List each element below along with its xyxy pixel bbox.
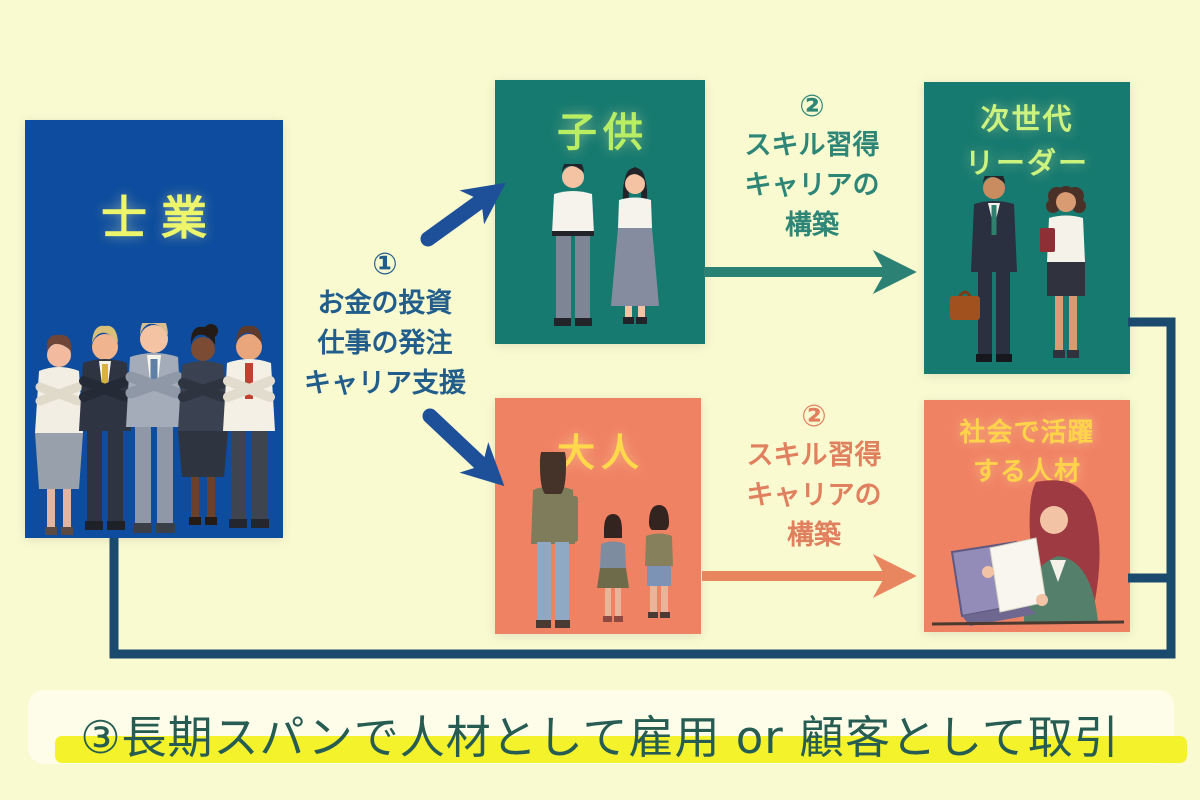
step2-bottom-line-1: スキル習得 <box>746 440 882 471</box>
parent-children-illustration <box>531 452 673 628</box>
children-label: 子供 <box>557 110 649 156</box>
invest-arrow-up <box>420 182 506 247</box>
adults-box: 大人 <box>495 398 701 634</box>
step2-top-line-3: 構築 <box>785 210 839 241</box>
next-gen-leaders-label-line2: リーダー <box>964 145 1089 180</box>
step2-top-number: ② <box>799 89 825 124</box>
step1-number: ① <box>372 247 398 282</box>
students-illustration <box>552 164 659 326</box>
step1-line-3: キャリア支援 <box>304 368 466 399</box>
next-gen-leaders-box: 次世代 リーダー <box>924 82 1130 374</box>
professionals-box: 士業 <box>25 120 283 538</box>
step1-invest-label: ① お金の投資 仕事の発注 キャリア支援 <box>283 246 487 404</box>
step2-bottom-line-3: 構築 <box>787 520 841 551</box>
working-woman-illustration <box>931 480 1125 626</box>
step2-top-line-1: スキル習得 <box>744 130 880 161</box>
business-leaders-illustration <box>950 176 1086 362</box>
next-gen-leaders-label: 次世代 リーダー <box>924 98 1130 185</box>
active-talent-label-line1: 社会で活躍 <box>959 418 1095 448</box>
step1-line-2: 仕事の発注 <box>317 328 453 359</box>
step3-banner-text: ③長期スパンで人材として雇用 or 顧客として取引 <box>80 711 1120 764</box>
step1-line-1: お金の投資 <box>317 288 453 319</box>
step2-top-line-2: キャリアの <box>744 170 880 201</box>
professionals-illustration <box>35 323 275 535</box>
children-box: 子供 <box>495 80 705 344</box>
step2-bottom-skills-label: ② スキル習得 キャリアの 構築 <box>712 398 916 556</box>
step2-top-skills-label: ② スキル習得 キャリアの 構築 <box>710 88 914 246</box>
professionals-label: 士業 <box>101 191 221 245</box>
step2-bottom-number: ② <box>801 399 827 434</box>
invest-arrow-down <box>422 408 505 487</box>
banner-highlight-strip <box>55 736 1187 763</box>
step2-bottom-line-2: キャリアの <box>746 480 882 511</box>
active-talent-box: 社会で活躍 する人材 <box>924 400 1130 632</box>
next-gen-leaders-label-line1: 次世代 <box>980 102 1074 136</box>
